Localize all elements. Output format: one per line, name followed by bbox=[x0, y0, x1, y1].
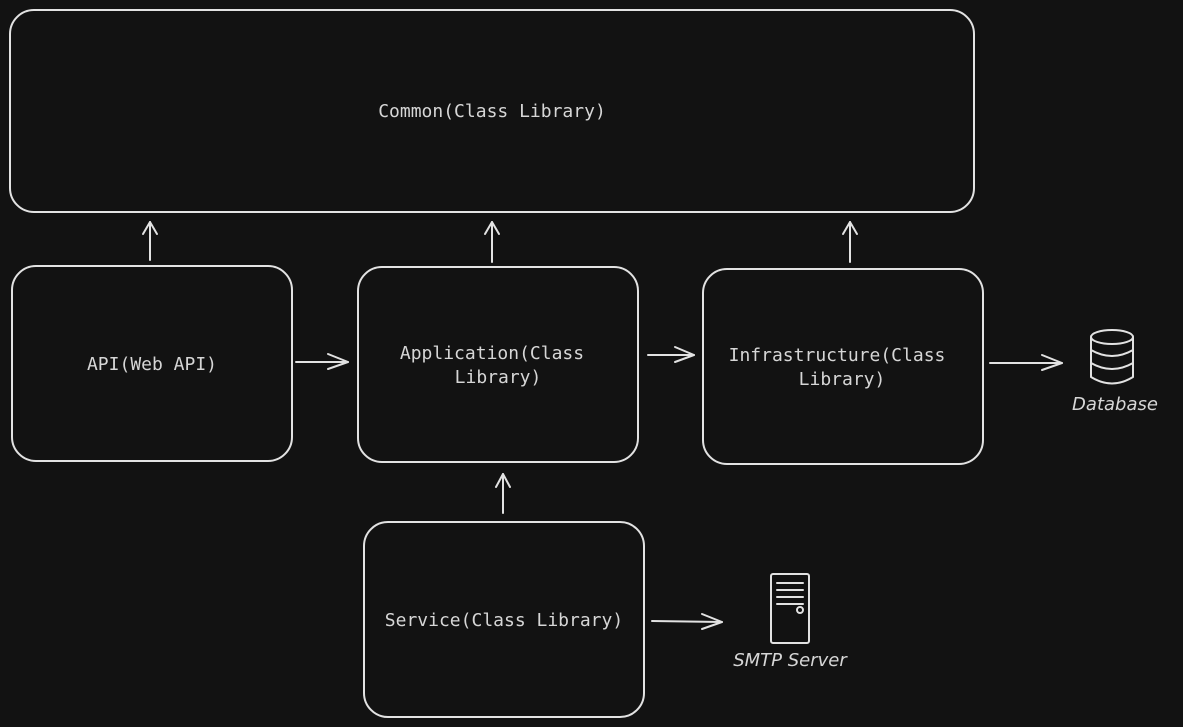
database-icon bbox=[1090, 329, 1134, 385]
node-service[interactable]: Service(Class Library) bbox=[363, 521, 645, 718]
node-api[interactable]: API(Web API) bbox=[11, 265, 293, 462]
edge-service-to-application bbox=[495, 473, 511, 514]
edge-service-to-smtp bbox=[651, 613, 723, 630]
smtp-server-label: SMTP Server bbox=[733, 650, 848, 671]
node-infrastructure-label-line2: Library) bbox=[799, 369, 886, 390]
node-common[interactable]: Common(Class Library) bbox=[9, 9, 975, 213]
edge-infrastructure-to-common bbox=[842, 221, 858, 263]
edge-api-to-application bbox=[295, 353, 349, 370]
node-application[interactable]: Application(Class Library) bbox=[357, 266, 639, 463]
node-application-label-line1: Application(Class bbox=[400, 343, 584, 364]
edge-api-to-common bbox=[142, 221, 158, 261]
node-infrastructure-label-line1: Infrastructure(Class bbox=[729, 345, 946, 366]
edge-application-to-common bbox=[484, 221, 500, 263]
node-application-label-line2: Library) bbox=[455, 367, 542, 388]
node-service-label: Service(Class Library) bbox=[385, 610, 623, 631]
node-infrastructure[interactable]: Infrastructure(Class Library) bbox=[702, 268, 984, 465]
node-api-label: API(Web API) bbox=[87, 354, 217, 375]
edge-application-to-infrastructure bbox=[647, 346, 695, 363]
edge-infrastructure-to-database bbox=[989, 354, 1063, 371]
server-icon bbox=[770, 573, 810, 644]
node-common-label: Common(Class Library) bbox=[378, 101, 606, 122]
database-label: Database bbox=[1072, 394, 1158, 415]
